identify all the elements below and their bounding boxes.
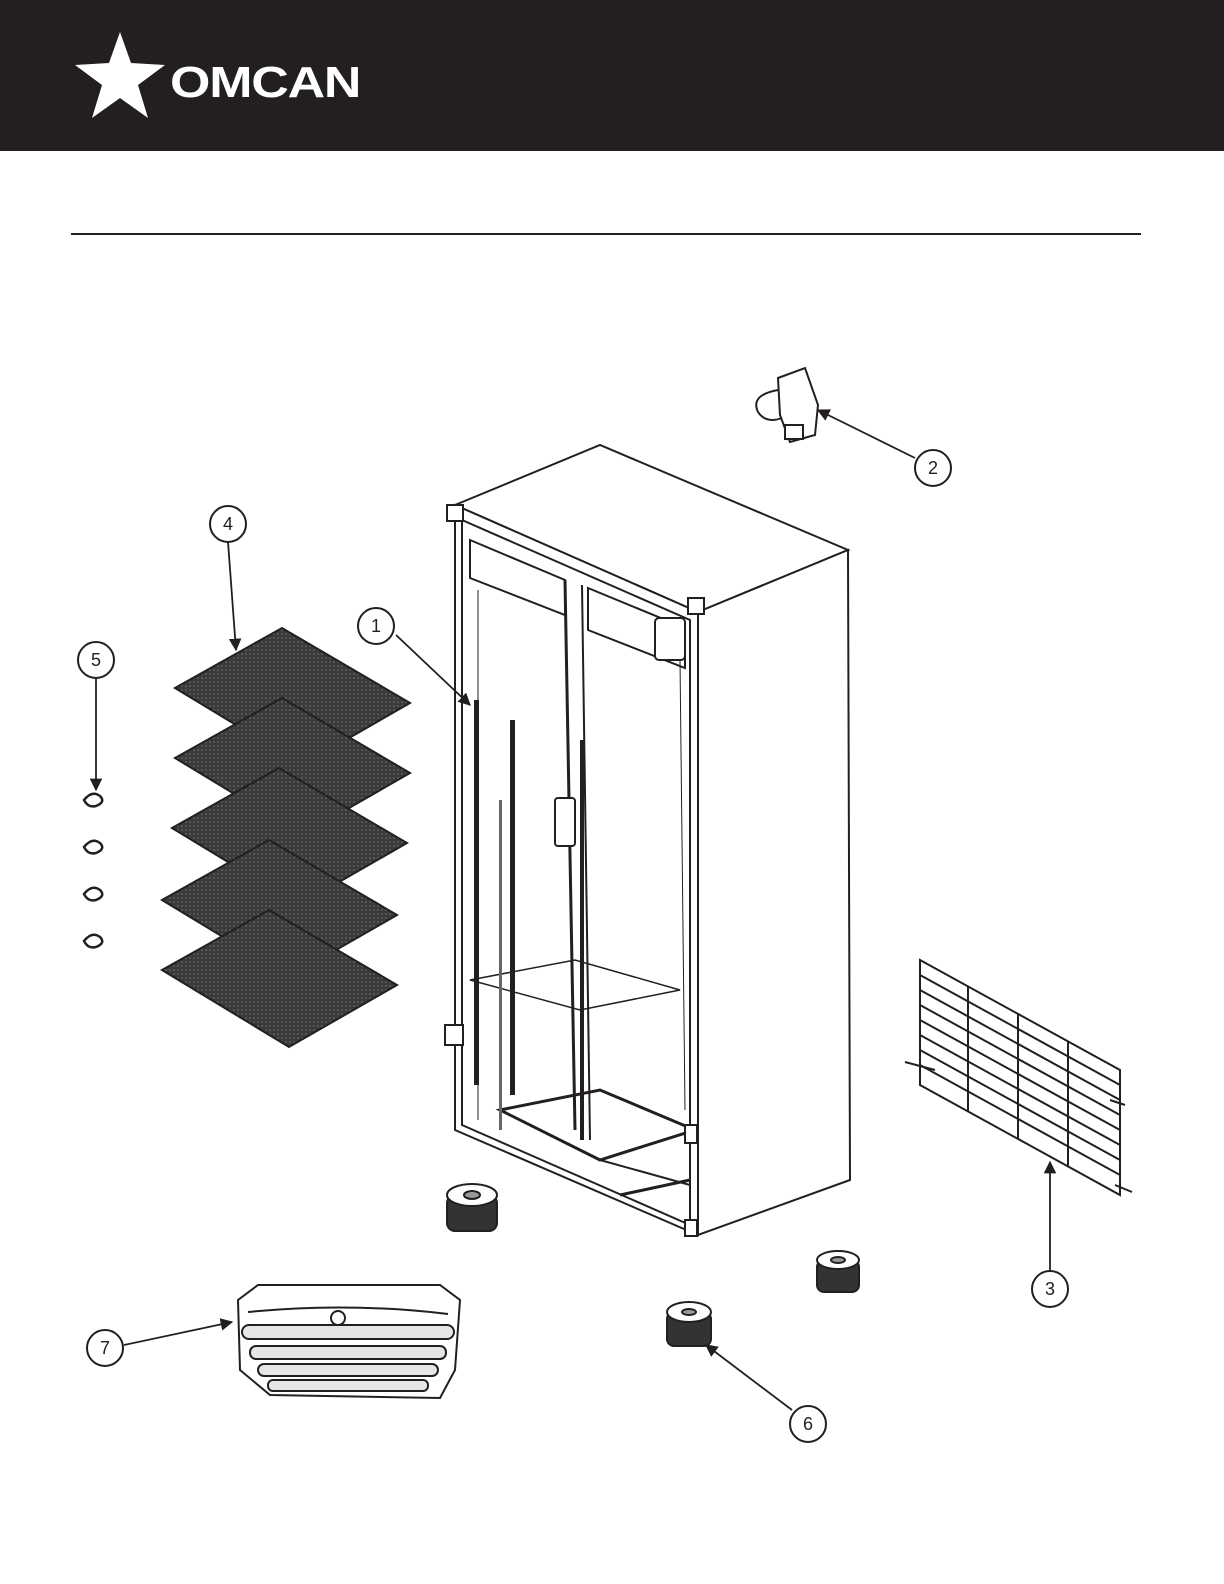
callout-5: 5 [78,642,114,678]
svg-text:1: 1 [371,616,381,636]
svg-text:2: 2 [928,458,938,478]
svg-text:5: 5 [91,650,101,670]
svg-text:3: 3 [1045,1279,1055,1299]
svg-text:7: 7 [100,1338,110,1358]
fan-assembly [756,368,818,442]
callout-7: 7 [87,1330,123,1366]
condenser-grille [905,960,1132,1195]
callout-3: 3 [1032,1271,1068,1307]
cabinet-body [445,445,850,1236]
callout-6: 6 [790,1406,826,1442]
shelf-clips [84,794,102,948]
wire-shelves [162,628,410,1047]
svg-text:4: 4 [223,514,233,534]
kickplate-grille [238,1285,460,1398]
callout-2: 2 [915,450,951,486]
callout-1: 1 [358,608,394,644]
callout-4: 4 [210,506,246,542]
svg-text:6: 6 [803,1414,813,1434]
